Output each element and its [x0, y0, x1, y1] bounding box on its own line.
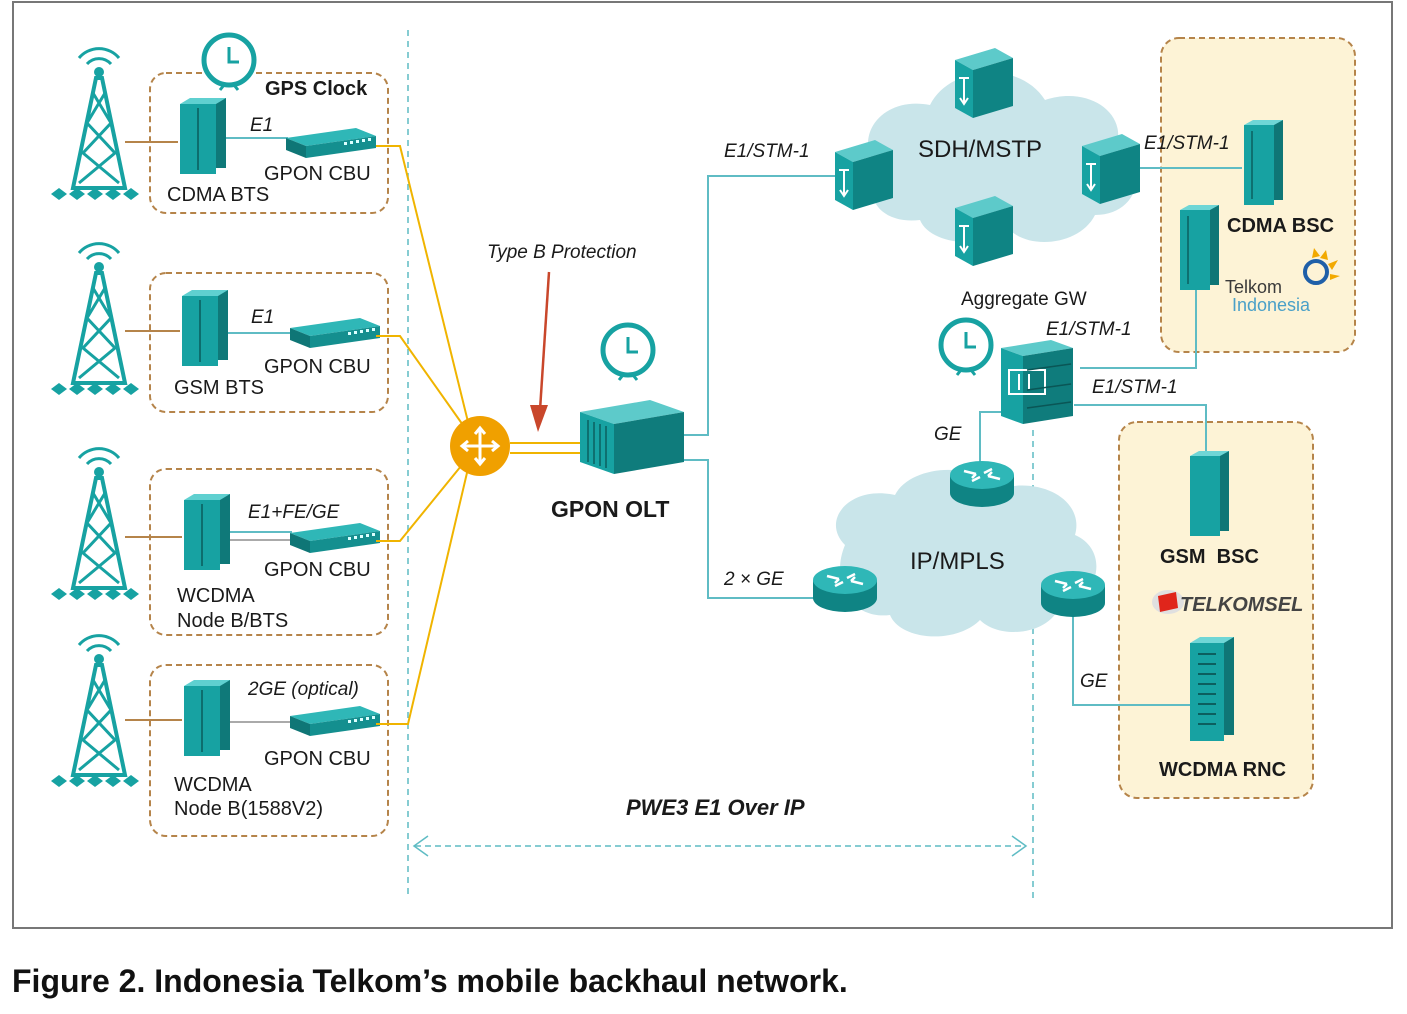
cdma-bsc-cabinet-icon: [1243, 119, 1284, 206]
sdh-mstp-label: SDH/MSTP: [918, 136, 1042, 163]
site-box-cdma: [149, 72, 389, 214]
sdh-switch-icon: [834, 139, 894, 211]
figure-caption: Figure 2. Indonesia Telkom’s mobile back…: [12, 963, 848, 999]
link-label-ge: GE: [1080, 671, 1108, 692]
site-box-wcdma: [149, 468, 389, 636]
gpon-cbu-icon: [286, 128, 376, 158]
ip-mpls-cloud: [835, 469, 1097, 637]
indonesia-logo-text: Indonesia: [1232, 295, 1311, 315]
gsm-bsc-cabinet-icon: [1190, 451, 1229, 536]
olt-clock-icon: [603, 325, 653, 380]
tower-icon: [49, 46, 141, 202]
pwe3-label: PWE3 E1 Over IP: [626, 795, 805, 820]
link-label-2ge-optical: 2GE (optical): [247, 679, 359, 700]
gpon-cbu-icon: [290, 318, 380, 348]
network-diagram: GPS Clock E1 GPON CBU CDMA BTS E1 GPON C…: [49, 30, 1356, 898]
tower-icon: [49, 633, 141, 789]
router-icon: [948, 459, 1016, 509]
gw-clock-icon: [941, 320, 991, 375]
tower-icon: [49, 446, 141, 602]
wcdma-nodeb-icon: [183, 493, 231, 571]
link-label-e1-stm1: E1/STM-1: [724, 141, 810, 162]
wcdma-rnc-cabinet-icon: [1190, 637, 1234, 741]
cdma-bsc-label: CDMA BSC: [1227, 215, 1334, 237]
link-label-e1: E1: [250, 115, 273, 136]
site-box-gsm: [149, 272, 389, 413]
wcdma-nodeb-1588-icon: [183, 679, 231, 757]
aggregate-gw-icon: [1001, 340, 1073, 424]
telkom-logo-text: Telkom: [1225, 277, 1282, 297]
wcdma-label: WCDMA: [174, 774, 252, 796]
router-icon: [1039, 569, 1107, 619]
ip-mpls-label: IP/MPLS: [910, 548, 1005, 575]
telkom-logo-icon: [1303, 248, 1340, 285]
aggregate-gw-label: Aggregate GW: [961, 289, 1087, 310]
telkomsel-logo-icon: [1152, 590, 1184, 614]
gpon-cbu-icon: [290, 706, 380, 736]
link-label-e1-stm1: E1/STM-1: [1046, 319, 1132, 340]
site-box-wcdma-1588: [149, 664, 389, 837]
link-label-e1: E1: [251, 307, 274, 328]
type-b-arrow: [530, 271, 551, 432]
wcdma-label: WCDMA: [177, 585, 255, 607]
gpon-olt-icon: [580, 400, 684, 474]
cdma-bsc-cabinet-icon: [1179, 204, 1220, 291]
diagram-frame: [12, 1, 1393, 929]
gsm-bts-icon: [181, 289, 229, 367]
sdh-switch-icon: [954, 47, 1014, 119]
gpon-cbu-label: GPON CBU: [264, 356, 371, 378]
link-label-e1-stm1: E1/STM-1: [1092, 377, 1178, 398]
gpon-cbu-icon: [290, 523, 380, 553]
pwe3-span-arrow: [412, 835, 1028, 857]
gpon-cbu-label: GPON CBU: [264, 163, 371, 185]
gpon-cbu-label: GPON CBU: [264, 559, 371, 581]
optical-splitter-icon: [450, 416, 510, 476]
sdh-switch-icon: [954, 195, 1014, 267]
link-label-e1-stm1: E1/STM-1: [1144, 133, 1230, 154]
router-icon: [811, 564, 879, 614]
gps-clock-label: GPS Clock: [265, 78, 368, 100]
gpon-cbu-label: GPON CBU: [264, 748, 371, 770]
sdh-switch-icon: [1081, 133, 1141, 205]
node-b-1588-label: Node B(1588V2): [174, 798, 323, 820]
link-label-ge: GE: [934, 424, 962, 445]
gpon-olt-label: GPON OLT: [551, 496, 669, 522]
link-label-e1-fe-ge: E1+FE/GE: [248, 502, 340, 523]
gsm-bsc-label: GSM BSC: [1160, 546, 1259, 568]
gsm-bts-label: GSM BTS: [174, 377, 264, 399]
type-b-protection-label: Type B Protection: [487, 242, 637, 263]
link-label-2xge: 2 × GE: [723, 569, 784, 590]
telkomsel-logo-text: TELKOMSEL: [1180, 594, 1303, 616]
gps-clock-icon: [204, 35, 254, 90]
cdma-bts-label: CDMA BTS: [167, 184, 269, 206]
sdh-mstp-cloud: [868, 72, 1137, 243]
node-b-bts-label: Node B/BTS: [177, 610, 288, 632]
wcdma-rnc-label: WCDMA RNC: [1159, 759, 1286, 781]
tower-icon: [49, 241, 141, 397]
cdma-bts-icon: [179, 97, 227, 175]
